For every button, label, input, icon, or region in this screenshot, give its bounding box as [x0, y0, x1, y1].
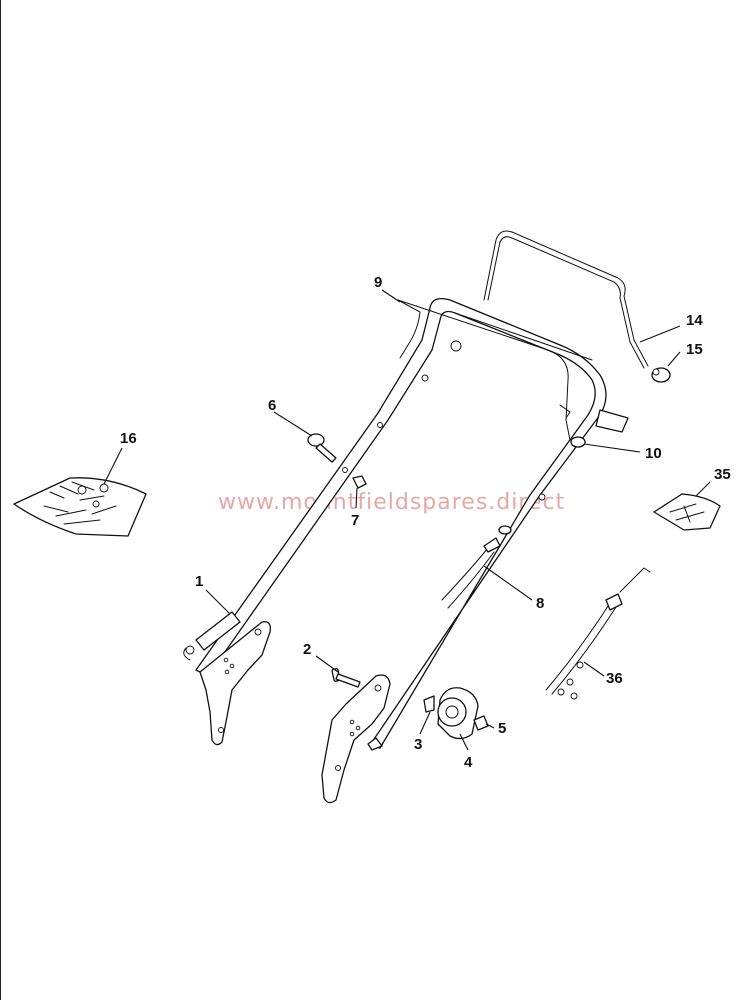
callout-15: 15: [686, 341, 703, 358]
callout-35: 35: [714, 466, 731, 483]
part-hardware-kit-16[interactable]: [13, 477, 147, 537]
part-hardware-kit-35[interactable]: [653, 493, 721, 531]
part-handle-knob[interactable]: [437, 687, 479, 740]
part-upper-handle[interactable]: [195, 297, 629, 751]
callout-36: 36: [606, 670, 623, 687]
part-nut-7[interactable]: [352, 475, 367, 489]
callout-9: 9: [374, 274, 382, 291]
callout-4: 4: [464, 754, 473, 771]
leader-lines: [103, 289, 711, 751]
part-bail-bar[interactable]: [483, 230, 649, 369]
callout-6: 6: [268, 397, 276, 414]
part-side-bracket-right[interactable]: [321, 674, 391, 804]
part-eye-bolt[interactable]: [307, 433, 337, 463]
watermark: www.mountfieldspares.direct: [218, 490, 565, 515]
part-nut-5[interactable]: [473, 715, 489, 731]
callout-1: 1: [195, 573, 203, 590]
part-cable-guide[interactable]: [397, 299, 571, 441]
callout-2: 2: [303, 641, 311, 658]
callout-14: 14: [686, 312, 703, 329]
callout-8: 8: [536, 595, 544, 612]
part-end-cap[interactable]: [651, 367, 671, 383]
part-bolt-2[interactable]: [331, 668, 361, 688]
callout-labels: 16 9 14 15 6 7 10 35 1 8 2 3 4 5 36: [120, 274, 731, 771]
left-frame-edge: [0, 0, 1, 1000]
part-control-cable-36[interactable]: [545, 567, 651, 700]
part-lower-handle-left[interactable]: [183, 611, 241, 661]
callout-3: 3: [414, 736, 422, 753]
part-side-bracket-left[interactable]: [199, 621, 271, 746]
part-control-cable-8[interactable]: [441, 525, 512, 609]
callout-16: 16: [120, 430, 137, 447]
part-cable-clip[interactable]: [570, 436, 586, 448]
callout-10: 10: [645, 445, 662, 462]
callout-5: 5: [498, 720, 506, 737]
part-washer-3[interactable]: [423, 695, 435, 713]
callout-7: 7: [351, 512, 359, 529]
